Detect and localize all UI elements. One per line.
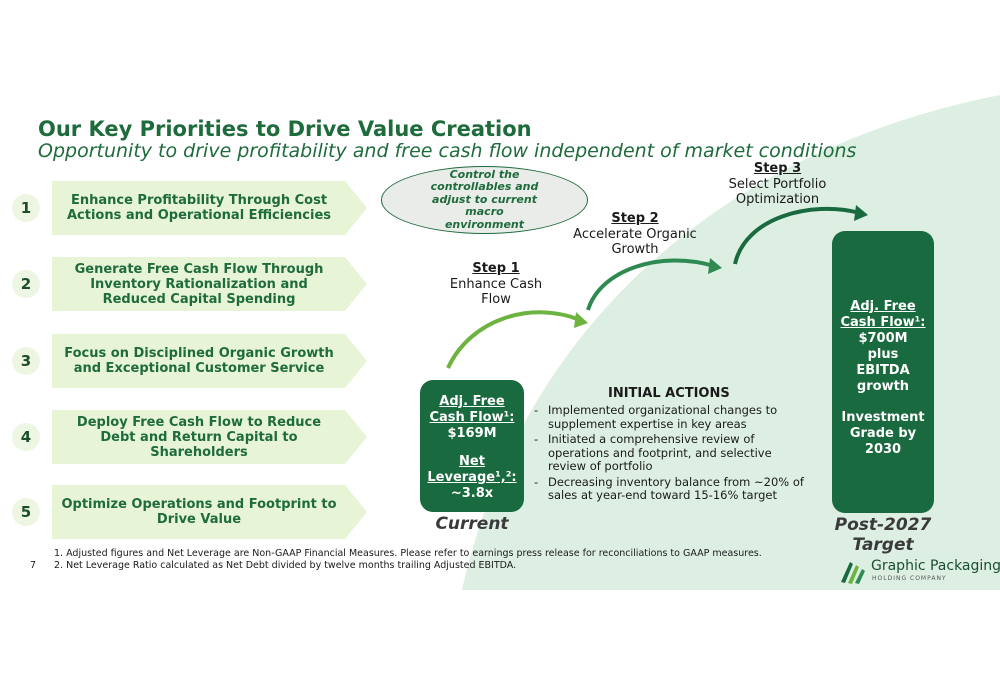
priority-arrow-shape [52,257,367,311]
priority-number: 4 [12,423,40,451]
priority-number: 1 [12,194,40,222]
step-3-head: Step 3 [753,161,802,176]
target-grade: Grade by [849,426,917,441]
initial-actions-list: Implemented organizational changes to su… [534,403,810,505]
controllables-oval: Control the controllables and adjust to … [381,166,588,234]
priority-arrow-shape [52,181,367,235]
priority-text: Enhance Profitability Through Cost Actio… [66,193,332,223]
step-2-line2: Growth [611,242,659,257]
target-label-line2: Target [852,535,914,555]
current-label: Current [435,514,509,534]
target-plus: plus [867,347,899,362]
step-2: Step 2 Accelerate Organic Growth [560,211,710,258]
step-1-line2: Flow [481,292,511,307]
logo-subtitle: HOLDING COMPANY [872,575,947,582]
priority-text: Generate Free Cash Flow Through Inventor… [74,261,324,307]
priority-item-2: 2 Generate Free Cash Flow Through Invent… [12,257,367,311]
priority-item-1: 1 Enhance Profitability Through Cost Act… [12,181,367,235]
step-1-line1: Enhance Cash [449,276,543,292]
logo-leaf-icon [841,562,865,584]
step-1: Step 1 Enhance Cash Flow [432,261,560,308]
page-number: 7 [30,560,37,571]
target-label: Post-2027 Target [812,515,954,555]
target-ebitda: EBITDA [856,363,910,378]
page-title: Our Key Priorities to Drive Value Creati… [38,117,532,141]
oval-text: Control the controllables and adjust to … [430,167,539,231]
current-metrics-box: Adj. Free Cash Flow¹: $169M Net Leverage… [420,380,524,512]
priority-item-4: 4 Deploy Free Cash Flow to Reduce Debt a… [12,410,367,464]
step-2-line1: Accelerate Organic [573,226,697,242]
priority-number: 5 [12,498,40,526]
target-year: 2030 [864,442,902,457]
footnotes: 1. Adjusted figures and Net Leverage are… [54,548,762,572]
step-3-line1: Select Portfolio [728,176,827,192]
target-investment: Investment [841,410,925,425]
logo-name: Graphic Packaging [871,558,1000,574]
priority-number: 2 [12,270,40,298]
target-fcf-label: Adj. Free Cash Flow¹: [840,299,926,330]
current-leverage-value: ~3.8x [450,486,494,501]
list-item: Initiated a comprehensive review of oper… [534,432,810,474]
priority-text: Focus on Disciplined Organic Growth and … [64,346,334,376]
company-logo: Graphic Packaging HOLDING COMPANY [838,556,1000,586]
step-2-head: Step 2 [611,211,659,226]
list-item: Implemented organizational changes to su… [534,403,810,431]
step-3-line2: Optimization [735,192,820,207]
initial-actions-title: INITIAL ACTIONS [608,386,730,401]
target-label-line1: Post-2027 [834,515,932,535]
priority-number: 3 [12,347,40,375]
priority-arrow-shape [52,485,367,539]
target-metrics-box: Adj. Free Cash Flow¹: $700M plus EBITDA … [832,231,934,513]
target-fcf-value: $700M [858,331,908,346]
step-3: Step 3 Select Portfolio Optimization [705,161,850,208]
list-item: Decreasing inventory balance from ~20% o… [534,475,810,503]
target-growth: growth [856,379,910,394]
current-fcf-value: $169M [447,426,497,441]
footnote-2: 2. Net Leverage Ratio calculated as Net … [54,560,517,571]
priority-item-3: 3 Focus on Disciplined Organic Growth an… [12,334,367,388]
priority-text: Optimize Operations and Footprint to Dri… [61,497,337,527]
priority-arrow-shape [52,334,367,388]
step-1-head: Step 1 [472,261,520,276]
page-subtitle: Opportunity to drive profitability and f… [38,140,857,162]
current-leverage-label: Net Leverage¹,²: [427,454,517,485]
current-fcf-label: Adj. Free Cash Flow¹: [429,394,515,425]
priority-text: Deploy Free Cash Flow to Reduce Debt and… [76,414,322,460]
footnote-1: 1. Adjusted figures and Net Leverage are… [54,548,762,559]
priority-item-5: 5 Optimize Operations and Footprint to D… [12,485,367,539]
priority-arrow-shape [52,410,367,464]
